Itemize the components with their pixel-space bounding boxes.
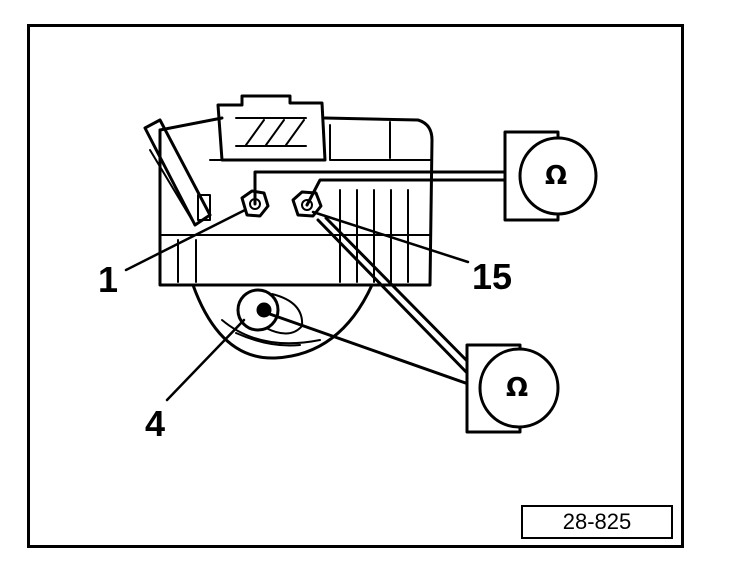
figure-frame [27,24,684,548]
callout-15: 15 [472,256,513,297]
connector-plug [216,94,327,162]
upper-ohm-symbol: Ω [545,161,568,191]
lower-ohmmeter [465,343,560,434]
figure-number-box: 28-825 [521,505,673,539]
figure-number: 28-825 [562,509,632,534]
upper-meter-leads [253,170,507,207]
callout-4: 4 [145,403,166,444]
terminal-4 [236,288,304,335]
component-base [191,283,374,360]
callout-1: 1 [98,259,119,300]
upper-ohmmeter [503,130,598,222]
lower-ohm-symbol: Ω [506,373,529,403]
side-clip [143,118,212,227]
lower-meter-leads [262,216,480,388]
callout-leaders [124,208,470,402]
